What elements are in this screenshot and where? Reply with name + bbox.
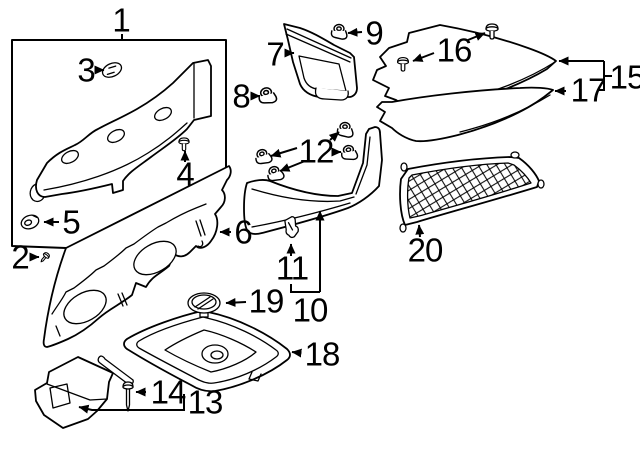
callout-label-12: 12 bbox=[298, 132, 335, 170]
callout-label-11: 11 bbox=[275, 249, 309, 287]
callout-label-18: 18 bbox=[304, 335, 341, 373]
callout-label-1: 1 bbox=[112, 1, 130, 39]
callout-label-17: 17 bbox=[570, 71, 607, 109]
part-1-package-tray-panel-drawing bbox=[29, 59, 212, 203]
callout-label-3: 3 bbox=[77, 51, 95, 89]
part-4-pin-drawing bbox=[178, 137, 190, 152]
part-9-clip-drawing bbox=[330, 23, 348, 40]
bracket-10 bbox=[290, 284, 320, 293]
arrow-16b bbox=[412, 52, 435, 62]
callout-label-4: 4 bbox=[176, 155, 194, 193]
callout-label-5: 5 bbox=[62, 203, 80, 241]
callout-arrows bbox=[29, 27, 612, 414]
bracket-arrow-13 bbox=[78, 394, 185, 414]
part-2-screw-drawing bbox=[40, 252, 50, 263]
arrow-12d bbox=[279, 160, 306, 172]
callout-label-7: 7 bbox=[266, 35, 284, 73]
arrow-18 bbox=[291, 348, 302, 358]
callout-label-19: 19 bbox=[248, 282, 285, 320]
callout-label-13: 13 bbox=[187, 383, 224, 421]
part-11-clip-drawing bbox=[284, 215, 299, 239]
part-5-clip-drawing bbox=[20, 214, 40, 230]
part-13-bracket-drawing bbox=[34, 355, 134, 429]
part-3-clip-drawing bbox=[101, 62, 123, 78]
part-18-spare-cover-drawing bbox=[123, 309, 291, 393]
arrow-12c bbox=[270, 147, 298, 158]
net-mesh bbox=[406, 162, 532, 219]
part-19-cap-drawing bbox=[187, 292, 221, 318]
callout-label-6: 6 bbox=[234, 213, 252, 251]
callout-label-10: 10 bbox=[292, 291, 329, 329]
arrow-12a bbox=[328, 131, 340, 142]
arrow-16a bbox=[467, 32, 486, 41]
part-20-cargo-net-drawing bbox=[399, 151, 545, 233]
part-10-sill-trim-drawing bbox=[243, 126, 383, 235]
part-14-rivet-drawing bbox=[122, 381, 134, 412]
bracket-15 bbox=[599, 61, 612, 91]
arrow-9 bbox=[347, 27, 363, 37]
callout-label-14: 14 bbox=[150, 373, 187, 411]
callout-label-15: 15 bbox=[609, 58, 640, 96]
callout-label-20: 20 bbox=[407, 231, 444, 269]
part-1-box bbox=[11, 39, 227, 249]
callout-label-2: 2 bbox=[11, 238, 29, 276]
part-17-board-drawing bbox=[376, 86, 554, 143]
arrow-20 bbox=[415, 224, 425, 238]
callout-label-16: 16 bbox=[436, 31, 473, 69]
part-6-insulator-drawing bbox=[42, 165, 232, 348]
callout-label-8: 8 bbox=[232, 77, 250, 115]
arrow-19 bbox=[225, 298, 247, 308]
part-7-trim-piece-drawing bbox=[283, 23, 358, 101]
callout-label-9: 9 bbox=[365, 14, 383, 52]
